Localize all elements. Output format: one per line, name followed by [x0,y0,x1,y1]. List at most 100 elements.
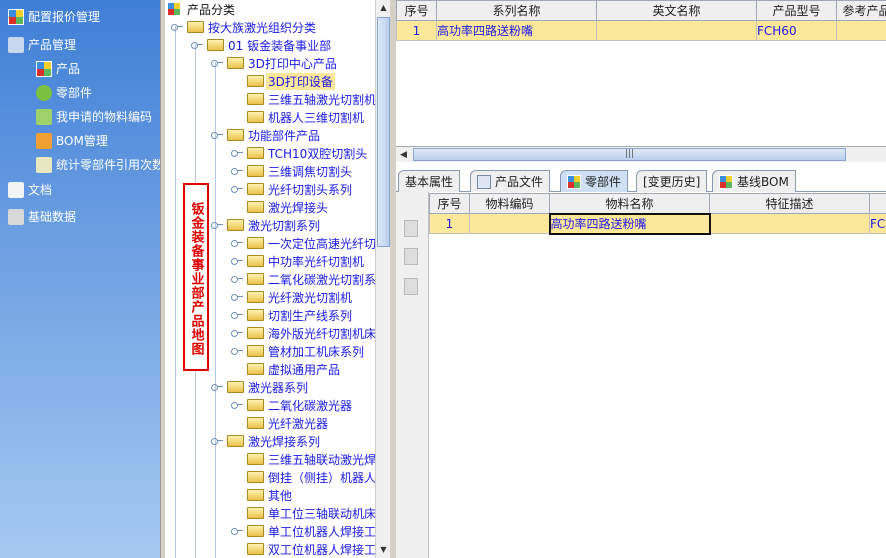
expand-toggle-icon[interactable] [171,24,183,31]
tree-node[interactable]: 切割生产线系列 [247,306,354,324]
scroll-down-icon[interactable]: ▼ [380,545,387,554]
tree-node[interactable]: 01 钣金装备事业部 [207,36,333,54]
tree-node[interactable]: 中功率光纤切割机 [247,252,366,270]
column-header[interactable]: 产品型号 [756,0,837,21]
sidebar-item[interactable]: 文档 [8,181,52,198]
tree-node[interactable]: 双工位机器人焊接工 [247,540,375,558]
tree-node[interactable]: 单工位机器人焊接工 [247,522,375,540]
sidebar-item[interactable]: 配置报价管理 [8,8,100,25]
tree-node[interactable]: 光纤激光器 [247,414,330,432]
folder-icon [227,381,244,393]
new-doc-icon[interactable] [404,220,418,237]
table-cell[interactable]: 高功率四路送粉嘴 [548,212,711,235]
tree-node[interactable]: 二氧化碳激光切割系 [247,270,375,288]
table-cell[interactable] [709,213,870,234]
column-header[interactable]: 特征描述 [709,193,870,214]
column-header[interactable]: 序号 [396,0,437,21]
tree-node[interactable]: 按大族激光组织分类 [187,18,318,36]
expand-toggle-icon[interactable] [231,240,243,247]
sidebar-item[interactable]: BOM管理 [36,132,108,149]
expand-toggle-icon[interactable] [231,330,243,337]
expand-toggle-icon[interactable] [231,528,243,535]
sidebar-item[interactable]: 统计零部件引用次数 [36,156,164,173]
table-cell[interactable]: FCH60 [869,213,886,234]
column-header[interactable]: 序号 [429,193,470,214]
scroll-left-icon[interactable]: ◀ [400,150,407,160]
table-cell[interactable]: 高功率四路送粉嘴 [436,20,597,41]
table-cell[interactable] [469,213,550,234]
expand-toggle-icon[interactable] [231,168,243,175]
tree-node[interactable]: 3D打印设备 [247,72,335,90]
tree-node[interactable]: 激光焊接系列 [227,432,322,450]
scroll-up-icon[interactable]: ▲ [380,3,387,12]
expand-toggle-icon[interactable] [211,438,223,445]
tree-node[interactable]: 三维五轴联动激光焊 [247,450,375,468]
tab-1[interactable]: 产品文件 [470,170,551,192]
horizontal-scrollbar[interactable]: ◀ ||| [396,146,886,162]
column-header[interactable] [869,193,886,214]
tab-4[interactable]: 基线BOM [712,170,796,192]
sidebar-item[interactable]: 我申请的物料编码 [36,108,152,125]
sidebar-item[interactable]: 基础数据 [8,208,76,225]
tree-node-label: 激光切割系列 [248,218,321,233]
tree-node[interactable]: 倒挂（侧挂）机器人 [247,468,375,486]
tree-node[interactable]: 海外版光纤切割机床 [247,324,375,342]
tab-3[interactable]: [变更历史] [636,170,708,192]
tab-2[interactable]: 零部件 [560,170,629,192]
tree-node[interactable]: 单工位三轴联动机床 [247,504,375,522]
splitter[interactable] [160,0,165,558]
tree-node[interactable]: 光纤激光切割机 [247,288,354,306]
tree-node[interactable]: 3D打印中心产品 [227,54,339,72]
column-header[interactable]: 英文名称 [596,0,757,21]
table-row[interactable]: 1 高功率四路送粉嘴 FCH60 [429,212,886,235]
expand-toggle-icon[interactable] [191,42,203,49]
table-cell[interactable]: 1 [396,20,437,41]
scrollbar-thumb[interactable]: ||| [413,148,846,161]
tree-node[interactable]: 激光焊接头 [247,198,330,216]
expand-toggle-icon[interactable] [211,132,223,139]
tree-vertical-scrollbar[interactable]: ▲ ▼ [375,0,390,558]
table-cell[interactable]: FCH60 [756,20,837,41]
scrollbar-thumb[interactable] [377,17,390,247]
tree-node[interactable]: 光纤切割头系列 [247,180,354,198]
expand-toggle-icon[interactable] [211,384,223,391]
column-header[interactable]: 物料编码 [469,193,550,214]
tree-node[interactable]: 机器人三维切割机 [247,108,366,126]
tree-node[interactable]: 三维五轴激光切割机 [247,90,375,108]
table-cell[interactable] [596,20,757,41]
tree-node[interactable]: 功能部件产品 [227,126,322,144]
expand-toggle-icon[interactable] [231,294,243,301]
sidebar-item-label: 文档 [28,183,53,197]
tree-node[interactable]: 一次定位高速光纤切 [247,234,375,252]
tree-node[interactable]: 其他 [247,486,294,504]
expand-toggle-icon[interactable] [231,150,243,157]
tree-node[interactable]: 二氧化碳激光器 [247,396,354,414]
expand-toggle-icon[interactable] [231,186,243,193]
expand-toggle-icon[interactable] [231,402,243,409]
tree-node[interactable]: 激光器系列 [227,378,310,396]
tab-0[interactable]: 基本属性 [398,170,461,192]
column-header[interactable]: 参考产品 [836,0,886,21]
tree-node[interactable]: 激光切割系列 [227,216,322,234]
expand-toggle-icon[interactable] [211,60,223,67]
import-doc-icon[interactable] [404,248,418,265]
tree-node[interactable]: 产品分类 [167,0,237,18]
column-header[interactable]: 系列名称 [436,0,597,21]
column-header[interactable]: 物料名称 [549,193,710,214]
tree-node[interactable]: 三维调焦切割头 [247,162,354,180]
table-cell[interactable]: 1 [429,213,470,234]
sidebar-item[interactable]: 零部件 [36,84,92,101]
tree-node[interactable]: TCH10双腔切割头 [247,144,369,162]
tree-node[interactable]: 虚拟通用产品 [247,360,342,378]
expand-toggle-icon[interactable] [231,276,243,283]
expand-toggle-icon[interactable] [231,348,243,355]
expand-toggle-icon[interactable] [211,222,223,229]
sidebar-item[interactable]: 产品管理 [8,36,76,53]
table-cell[interactable] [836,20,886,41]
edit-doc-icon[interactable] [404,278,418,295]
sidebar-item[interactable]: 产品 [36,60,80,77]
expand-toggle-icon[interactable] [231,258,243,265]
expand-toggle-icon[interactable] [231,312,243,319]
tree-node[interactable]: 管材加工机床系列 [247,342,366,360]
